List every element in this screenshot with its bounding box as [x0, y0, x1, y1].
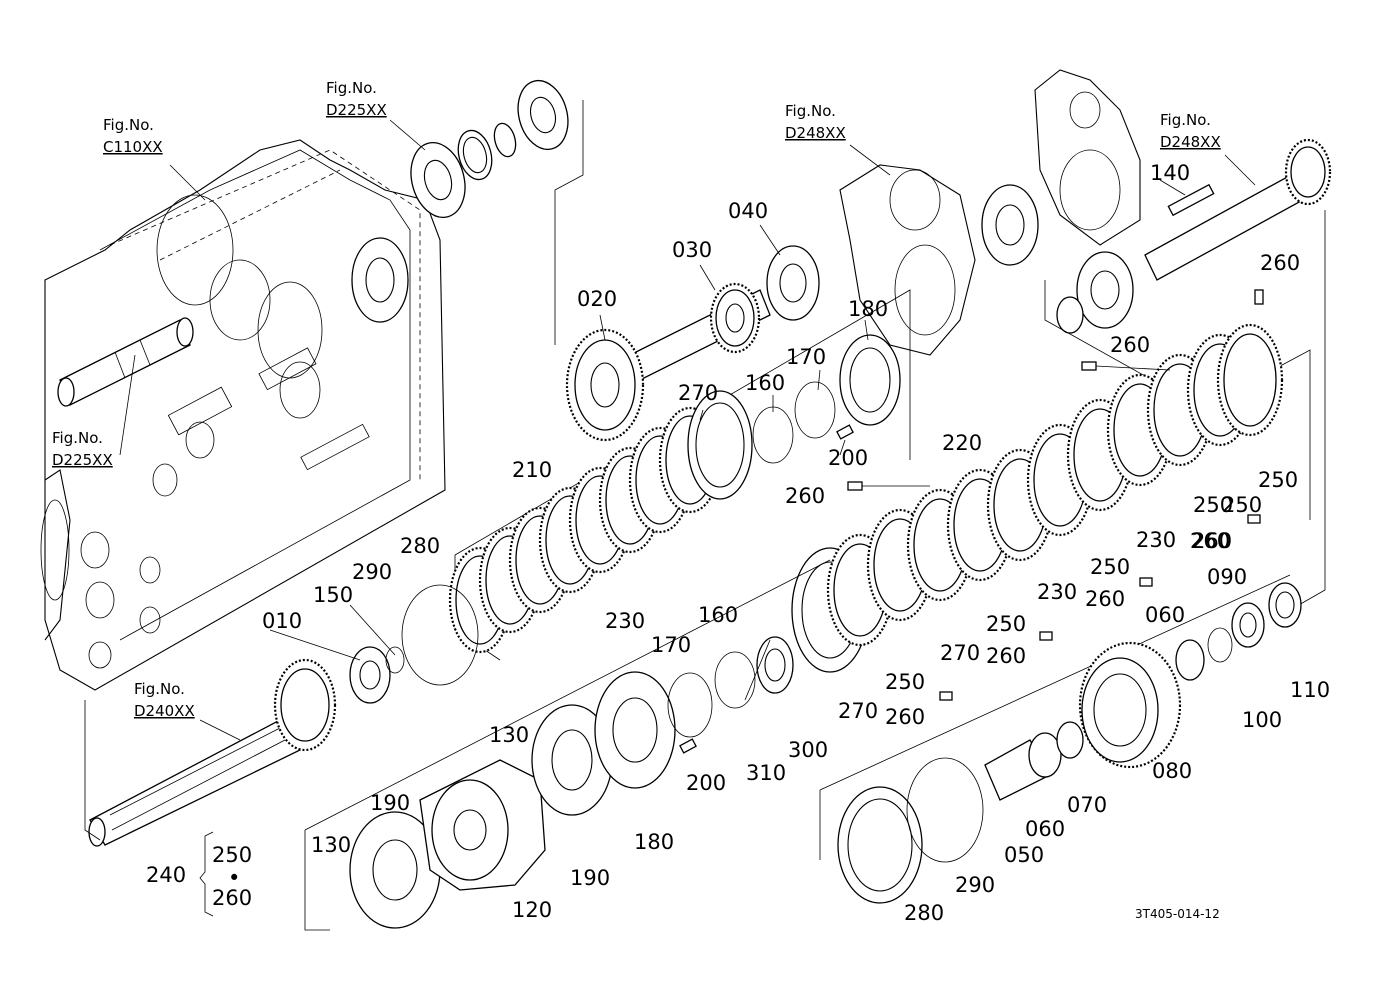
- leader-lines: [119, 119, 1256, 741]
- part-callout: 150: [313, 583, 353, 607]
- part-callout: 270: [940, 641, 980, 665]
- part-callout: 120: [512, 898, 552, 922]
- part-callout: 230: [605, 609, 645, 633]
- part-callout: 110: [1290, 678, 1330, 702]
- part-callout: 230: [1136, 528, 1176, 552]
- lower-right-gear-group: [819, 574, 1302, 904]
- clutch-pack-left: [448, 289, 911, 661]
- part-callout: 140: [1150, 161, 1190, 185]
- part-callout: 250: [1222, 493, 1262, 517]
- part-callout: 290: [955, 873, 995, 897]
- fig-ref-d248-middle: Fig.No. D248XX: [785, 102, 846, 142]
- part-callout: 290: [352, 560, 392, 584]
- part-callout: 050: [1004, 843, 1044, 867]
- group-member: 260: [212, 886, 252, 910]
- part-callout: 310: [746, 761, 786, 785]
- clutch-housing: [839, 69, 1332, 611]
- fig-ref-code: D240XX: [134, 702, 195, 720]
- set-group-240: 240 250 • 260: [146, 831, 252, 917]
- upper-piston-bearing: [752, 334, 901, 464]
- part-callout: 280: [904, 901, 944, 925]
- part-callout: 070: [1067, 793, 1107, 817]
- part-callout: 200: [828, 446, 868, 470]
- lower-clutch-drum: [304, 559, 831, 931]
- part-callout: 030: [672, 238, 712, 262]
- group-separator: •: [228, 866, 240, 890]
- part-callout: 250: [1193, 493, 1233, 517]
- group-id: 240: [146, 863, 186, 887]
- fig-ref-d248-right: Fig.No. D248XX: [1160, 111, 1221, 151]
- part-callout: 180: [848, 297, 888, 321]
- part-callout: 250: [885, 670, 925, 694]
- fig-ref-label: Fig.No.: [1160, 111, 1211, 129]
- part-callout: 280: [400, 534, 440, 558]
- main-shaft: [84, 584, 479, 847]
- part-callout: 260: [1190, 529, 1230, 553]
- part-callout: 160: [698, 603, 738, 627]
- fig-ref-label: Fig.No.: [326, 79, 377, 97]
- part-callout: 260: [1085, 587, 1125, 611]
- part-callout: 090: [1207, 565, 1247, 589]
- part-callout: 010: [262, 609, 302, 633]
- part-callout: 260: [1110, 333, 1150, 357]
- part-callout: 250: [1090, 555, 1130, 579]
- part-callout: 060: [1145, 603, 1185, 627]
- part-callout: 250: [986, 612, 1026, 636]
- part-callout: 270: [838, 699, 878, 723]
- part-callout: 260: [1192, 529, 1232, 553]
- part-callout: 170: [786, 345, 826, 369]
- part-callout: 130: [311, 833, 351, 857]
- fig-ref-code: D248XX: [1160, 133, 1221, 151]
- fig-ref-label: Fig.No.: [52, 429, 103, 447]
- part-callout: 230: [1037, 580, 1077, 604]
- part-callout: 260: [1260, 251, 1300, 275]
- part-callout: 260: [785, 484, 825, 508]
- fig-ref-label: Fig.No.: [785, 102, 836, 120]
- part-callout: 260: [885, 705, 925, 729]
- countershaft-gears: [565, 245, 820, 442]
- fig-ref-d225-left: Fig.No. D225XX: [52, 429, 113, 469]
- upper-bearing-group: [410, 79, 584, 345]
- fig-ref-label: Fig.No.: [134, 680, 185, 698]
- part-callout: 250: [1258, 468, 1298, 492]
- part-callout: 200: [686, 771, 726, 795]
- fig-ref-code: C110XX: [103, 138, 163, 156]
- group-member: 250: [212, 843, 252, 867]
- fig-ref-c110: Fig.No. C110XX: [103, 116, 163, 156]
- fig-ref-code: D248XX: [785, 124, 846, 142]
- part-callout: 020: [577, 287, 617, 311]
- part-callout: 270: [678, 381, 718, 405]
- part-callout: 190: [370, 791, 410, 815]
- part-callouts: 020 030 040 180 170 160 200 270 210 230 …: [262, 161, 1330, 925]
- part-callout: 210: [512, 458, 552, 482]
- clutch-pack-right: [791, 289, 1311, 701]
- part-callout: 160: [745, 371, 785, 395]
- part-callout: 060: [1025, 817, 1065, 841]
- part-callout: 040: [728, 199, 768, 223]
- part-callout: 100: [1242, 708, 1282, 732]
- drawing-code: 3T405-014-12: [1135, 907, 1220, 921]
- part-callout: 080: [1152, 759, 1192, 783]
- part-callout: 260: [986, 644, 1026, 668]
- part-callout: 180: [634, 830, 674, 854]
- fig-ref-code: D225XX: [326, 101, 387, 119]
- part-callout: 170: [651, 633, 691, 657]
- fig-ref-code: D225XX: [52, 451, 113, 469]
- part-callout: 220: [942, 431, 982, 455]
- fig-ref-label: Fig.No.: [103, 116, 154, 134]
- part-callout: 130: [489, 723, 529, 747]
- part-callout: 300: [788, 738, 828, 762]
- transmission-case: [40, 139, 446, 691]
- fig-ref-d225-top: Fig.No. D225XX: [326, 79, 387, 119]
- part-callout: 190: [570, 866, 610, 890]
- fig-ref-d240: Fig.No. D240XX: [134, 680, 195, 720]
